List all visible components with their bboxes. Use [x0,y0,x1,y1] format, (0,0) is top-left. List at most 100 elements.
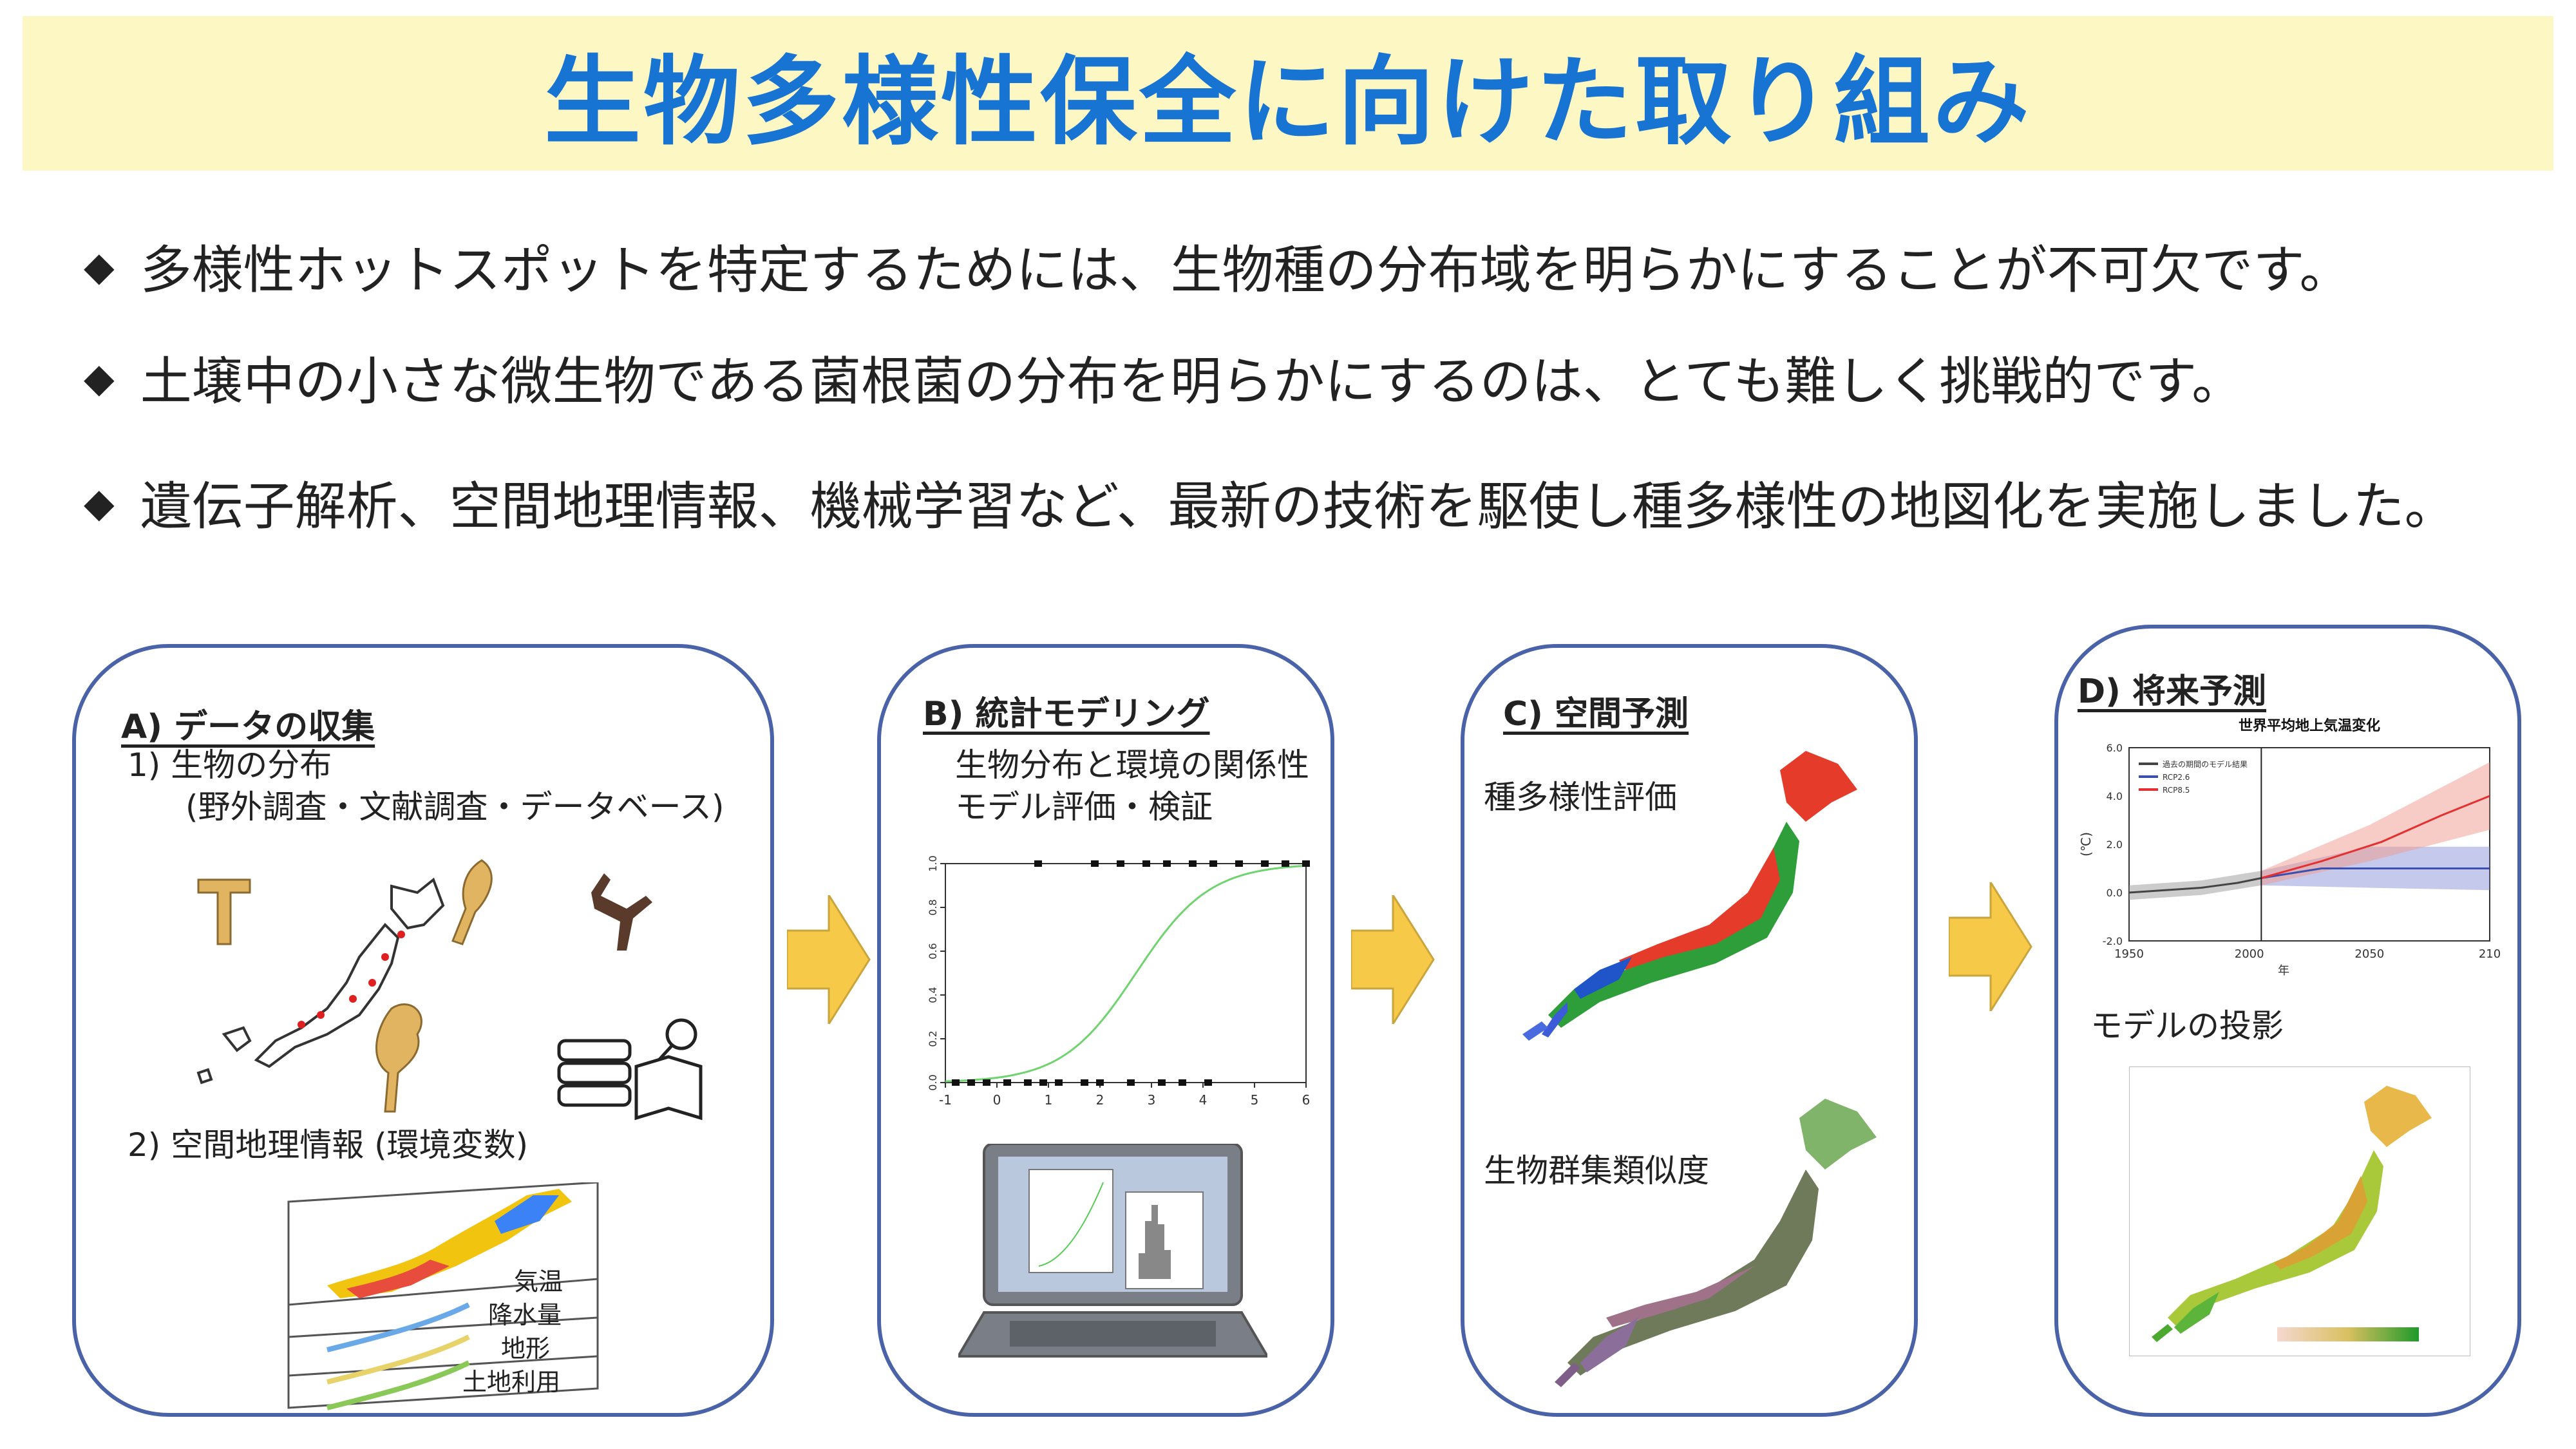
series-line [2261,867,2490,879]
series-line [2260,795,2490,879]
data-point [1235,860,1243,867]
y-tick-label: -2.0 [2103,935,2123,947]
fitted-curve-line [945,864,1307,1083]
diamond-bullet-icon: ◆ [84,478,115,526]
data-point [1117,860,1124,867]
flow-arrow-icon [1351,895,1435,1024]
panel-a-item1: 1) 生物の分布 [128,746,332,784]
flow-arrow-icon [1949,882,2032,1011]
y-tick-label: 0.0 [2107,887,2123,899]
x-tick-label: 0 [993,1092,1001,1108]
panel-d-future-prediction: D) 将来予測 世界平均地上気温変化 1950 2000 2050 210 6.0 4.0 2… [2054,625,2521,1417]
panel-a-data-collection: A) データの収集 1) 生物の分布 (野外調査・文献調査・データベース) [72,644,774,1417]
x-tick-label: 5 [1251,1092,1259,1108]
japan-outline-map [196,877,445,1084]
data-point [1024,1079,1032,1086]
y-axis-label: (℃) [2078,832,2094,857]
x-tick-label: 1 [1045,1092,1053,1108]
data-point [1081,1079,1088,1086]
data-point [1039,1079,1047,1086]
plot-window-icon [1028,1169,1113,1273]
species-distribution-illustration [196,859,703,1121]
laptop-icon [958,1144,1267,1358]
y-tick-label: 1.0 [927,855,939,871]
data-point [1163,860,1171,867]
x-tick-label: 4 [1199,1092,1208,1108]
data-point [952,1079,960,1086]
bullet-text: 遺伝子解析、空間地理情報、機械学習など、最新の技術を駆使し種多様性の地図化を実施… [140,477,2456,536]
x-tick-label: 210 [2479,947,2501,961]
projected-distribution-map-icon [2129,1066,2470,1356]
legend-entry: 過去の期間のモデル結果 [2163,759,2248,769]
y-tick-label: 2.0 [2107,838,2123,851]
data-point [1179,1079,1186,1086]
data-point [1302,860,1310,867]
climate-projection-chart: 世界平均地上気温変化 1950 2000 2050 210 6.0 4.0 2.0 0.0 -2.… [2078,717,2501,978]
x-tick-label: 2000 [2235,947,2264,961]
panel-b-title: B) 統計モデリング [923,695,1210,734]
diversity-map-icon [1522,751,1857,1041]
y-tick-label: 0.6 [927,943,939,959]
x-tick-label: 3 [1148,1092,1156,1108]
bullet-3: ◆ 遺伝子解析、空間地理情報、機械学習など、最新の技術を駆使し種多様性の地図化を… [84,465,2456,540]
data-point [1091,860,1099,867]
panel-c-title: C) 空間予測 [1503,695,1689,734]
mycorrhiza-root-icon [197,859,493,1113]
x-tick-label: 2 [1096,1092,1104,1108]
books-magnifier-icon [557,1018,703,1121]
layer-label-temperature: 気温 [514,1267,564,1296]
data-point [1142,860,1150,867]
panel-a-title: A) データの収集 [121,708,375,746]
data-point [1282,860,1289,867]
panel-c-spatial-prediction: C) 空間予測 種多様性評価 生物群集類似度 [1461,644,1918,1417]
layer-label-terrain: 地形 [501,1334,551,1363]
data-point [983,1079,990,1086]
y-tick-label: 4.0 [2107,790,2123,802]
community-similarity-map-icon [1555,1099,1877,1387]
root-branch-icon [591,873,652,951]
y-tick-label: 0.0 [927,1074,939,1090]
plot-frame [945,863,1307,1083]
title-banner: 生物多様性保全に向けた取り組み [23,16,2553,171]
rcp85-uncertainty-band [2261,762,2490,886]
diamond-bullet-icon: ◆ [84,354,115,401]
historical-uncertainty-band [2129,871,2262,900]
layer-label-precipitation: 降水量 [488,1301,562,1329]
logistic-regression-chart: -1 0 1 2 3 4 5 6 0.0 0.2 0.4 0.6 0.8 1.0 [927,855,1311,1108]
flow-arrow-icon [787,895,871,1024]
y-tick-label: 0.2 [927,1030,939,1046]
bullet-1: ◆ 多様性ホットスポットを特定するためには、生物種の分布域を明らかにすることが不… [84,229,2351,303]
terrain-map-icon [327,1334,470,1385]
panel-a-item2: 2) 空間地理情報 (環境変数) [128,1126,529,1164]
panel-c-label2: 生物群集類似度 [1484,1152,1709,1189]
series-line [2128,877,2262,894]
bullet-text: 多様性ホットスポットを特定するためには、生物種の分布域を明らかにすることが不可欠… [140,240,2351,300]
y-tick-label: 0.8 [927,899,939,915]
panel-b-line1: 生物分布と環境の関係性 [955,746,1309,784]
x-tick-label: 1950 [2114,947,2144,961]
data-point [1209,860,1217,867]
panel-d-title: D) 将来予測 [2078,672,2267,711]
y-tick-label: 6.0 [2107,742,2123,754]
panel-c-label1: 種多様性評価 [1484,779,1677,816]
gis-layers-illustration [287,1182,599,1410]
chart-title: 世界平均地上気温変化 [2239,717,2380,734]
temperature-map-icon [327,1189,572,1298]
colorbar-legend [2277,1327,2419,1341]
data-point [1261,860,1269,867]
x-tick-label: 2050 [2354,947,2384,961]
data-point [1158,1079,1166,1086]
x-axis-label: 年 [2278,964,2289,978]
panel-d-label: モデルの投影 [2090,1007,2284,1045]
data-point [1189,860,1197,867]
x-tick-label: -1 [939,1092,952,1108]
data-point [1204,1079,1212,1086]
layer-label-landuse: 土地利用 [462,1368,561,1396]
y-tick-label: 0.4 [927,987,939,1003]
panel-a-item1-sub: (野外調査・文献調査・データベース) [185,788,724,826]
bullet-text: 土壌中の小さな微生物である菌根菌の分布を明らかにするのは、とても難しく挑戦的です… [140,352,2244,412]
landuse-map-icon [327,1360,470,1410]
precipitation-map-icon [327,1302,470,1352]
x-tick-label: 6 [1302,1092,1311,1108]
